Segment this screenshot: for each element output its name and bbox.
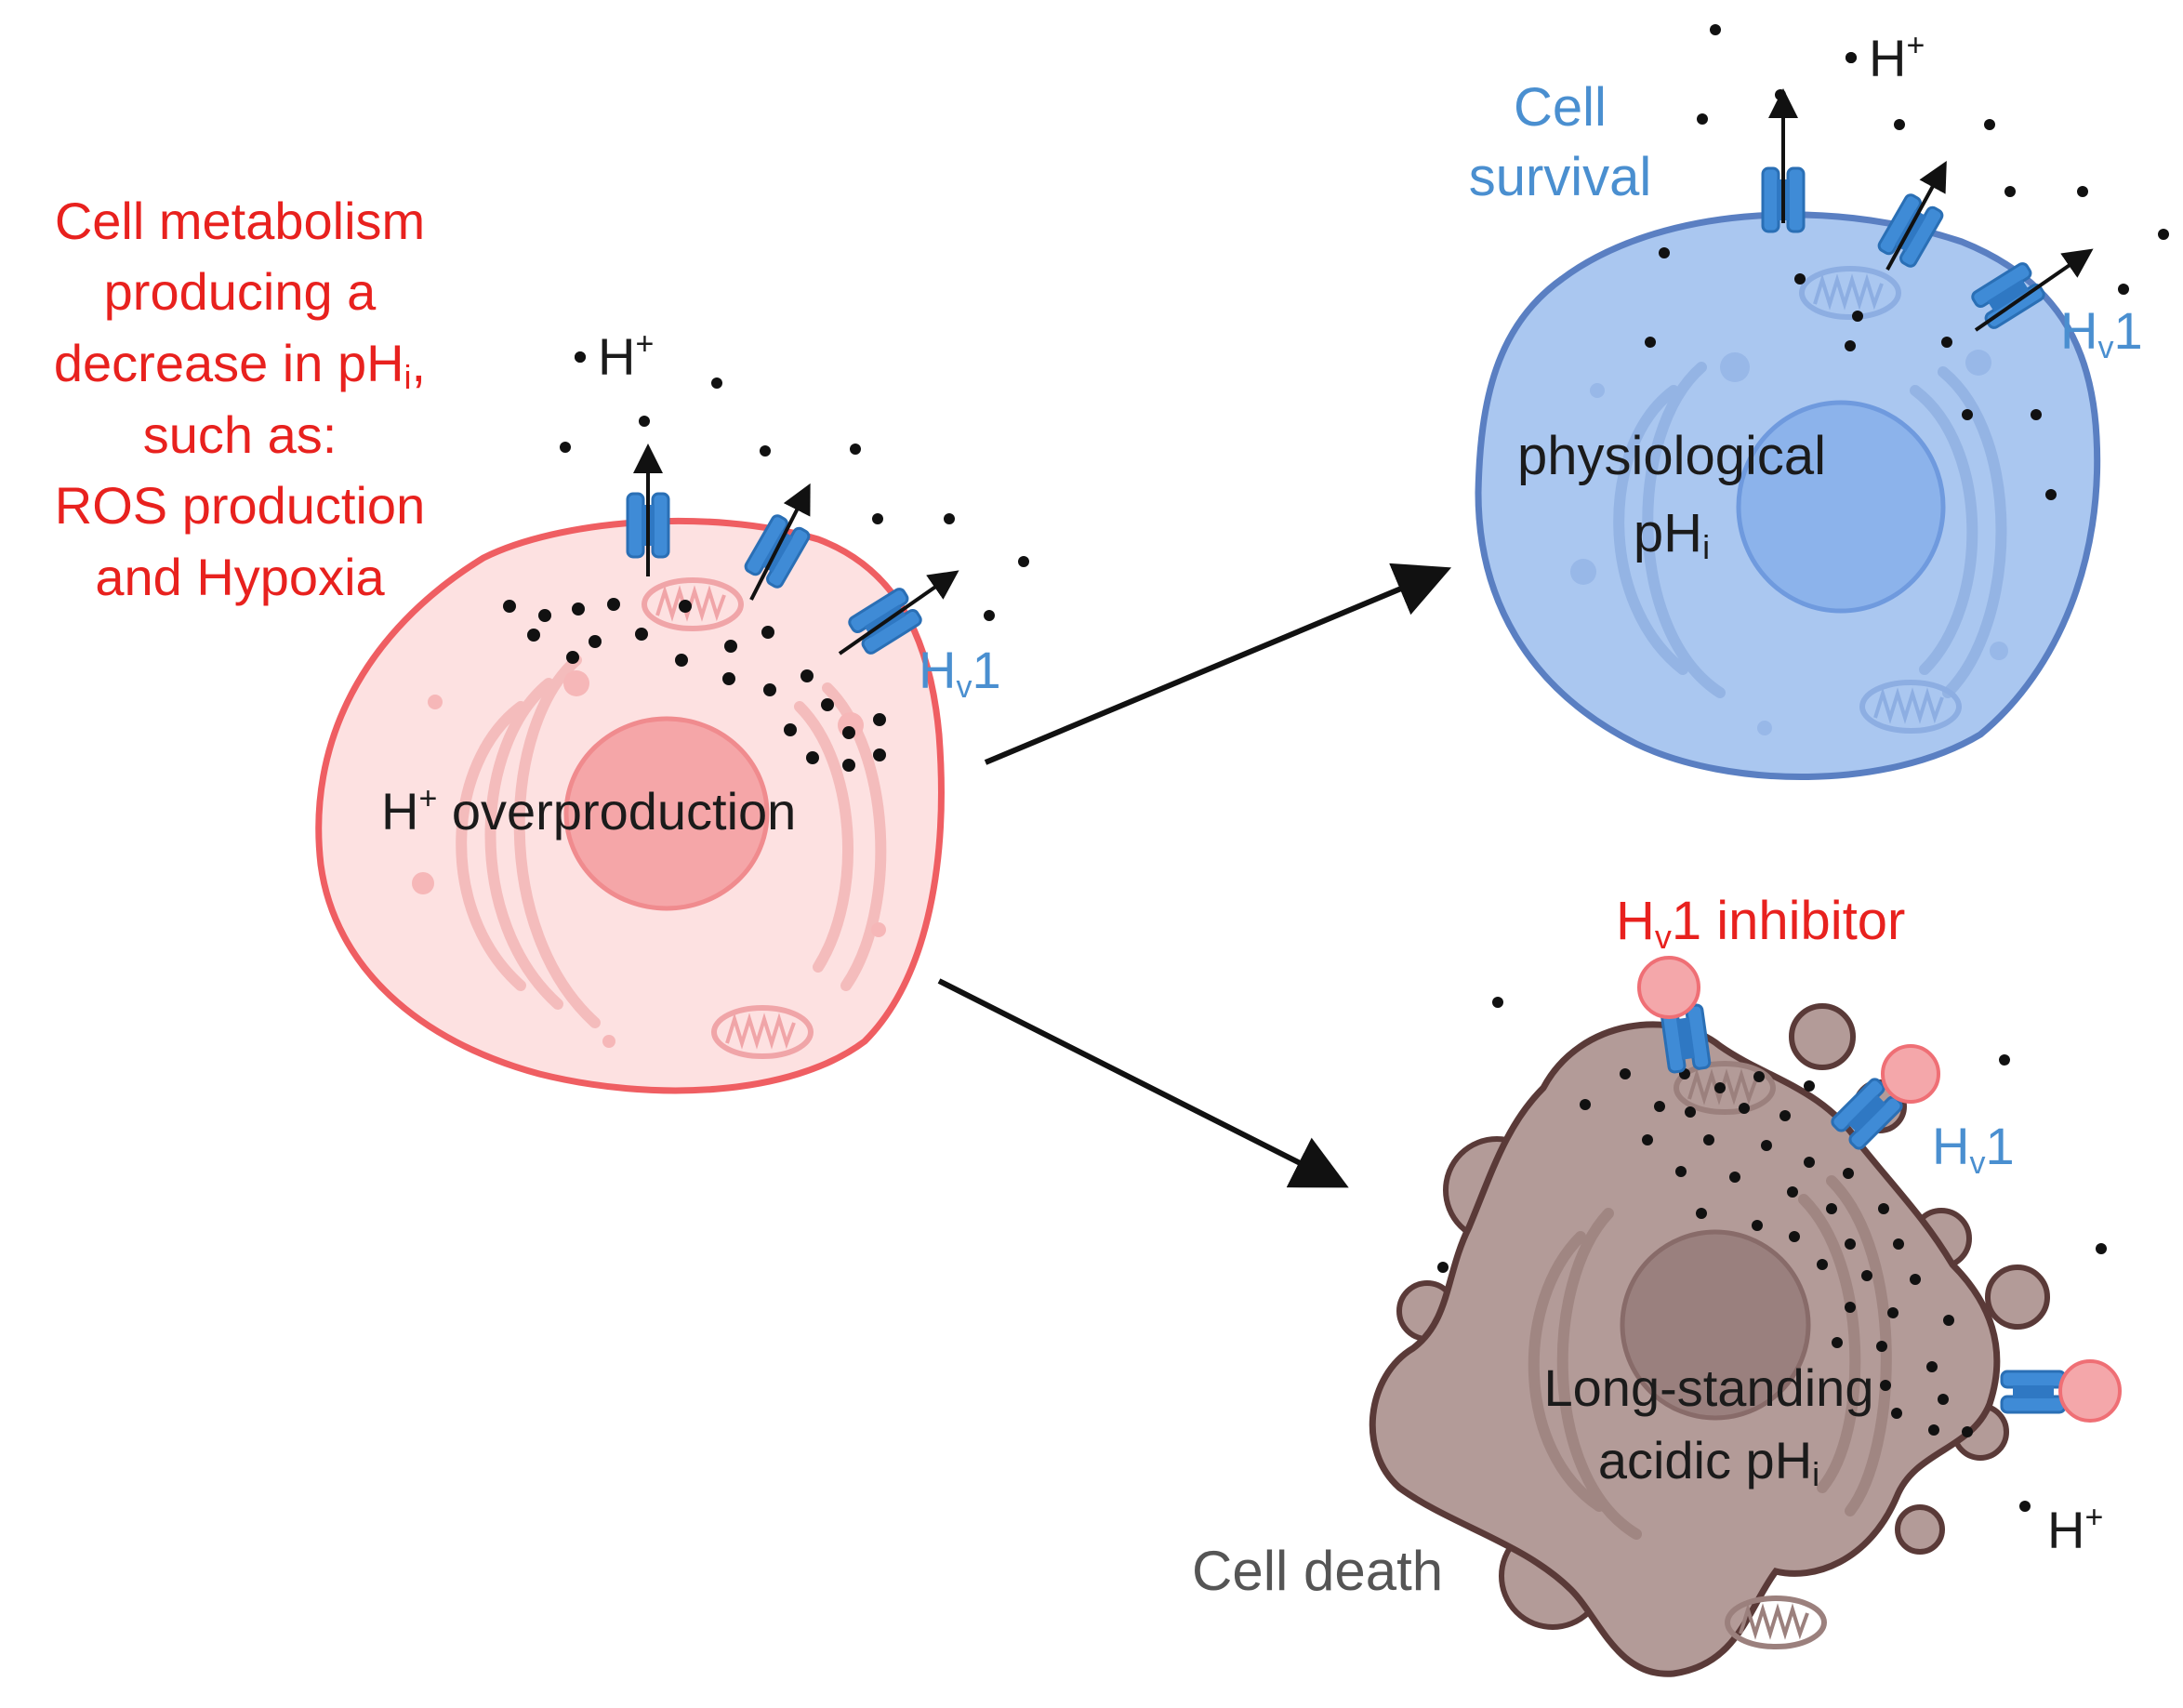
cause-line-5: ROS production [55,476,425,535]
proton-dots-outside [1437,997,2107,1512]
acidic-ph-text: Long-standing acidic pHi [1544,1358,1874,1493]
proton-dot [575,351,586,363]
ph-subscript: i [404,358,412,396]
cause-line-2: producing a [104,262,377,321]
cause-line-4: such as: [143,405,337,464]
proton-dots-inside [503,598,886,772]
proton-charge: + [1906,28,1925,63]
outcome-survival-text: Cell survival [1469,77,1652,207]
proton-symbol: H [2047,1501,2084,1559]
proton-label-top-right: H+ [1869,28,1925,87]
inhibitor-icon [2058,1359,2122,1423]
cause-line-3: decrease in pHi, [54,334,426,396]
channel-label-left: Hv1 [919,641,1001,705]
inhibitor-label: Hv1 inhibitor [1616,891,1905,956]
physiological-line-1: physiological [1517,426,1826,486]
nucleus-icon [563,716,770,911]
stressed-cell-group [315,351,1029,1094]
channel-label-h: H [1932,1117,1969,1175]
efflux-arrows [1768,88,2094,332]
ph-main: pH [1634,503,1702,563]
cell-death-label: Cell death [1192,1540,1443,1602]
cause-line-3-main: decrease in pH [54,334,404,392]
proton-dots-outside [560,351,1029,621]
organelle-dots [1570,350,2008,735]
channel-label-h: H [2060,301,2097,360]
proton-symbol: H [1869,29,1906,87]
inhibitor-label-rest: 1 inhibitor [1672,891,1905,951]
cause-line-6: and Hypoxia [95,548,385,606]
channel-label-h: H [919,641,956,699]
nucleus-icon [1620,1229,1811,1421]
acidic-line-2: acidic pHi [1598,1431,1819,1493]
arrow-icon [937,978,1349,1188]
inhibitor-label-h: H [1616,891,1655,951]
mitochondrion-icon [1727,1598,1824,1647]
nucleus-icon [1736,400,1946,614]
acidic-line-1: Long-standing [1544,1358,1874,1417]
proton-symbol: H [598,327,635,386]
arrow-icon [838,570,959,655]
arrow-icon [749,483,811,601]
center-label-prefix: H [381,782,418,841]
healthy-cell-group [1475,24,2169,780]
endoplasmic-reticulum-icon [456,655,887,1028]
proton-dots-inside [1580,1068,1973,1437]
survival-line-1: Cell [1514,77,1607,138]
inhibitor-icon [1881,1044,1940,1104]
survival-line-2: survival [1469,147,1652,207]
proton-charge: + [2084,1500,2103,1535]
endoplasmic-reticulum-icon [1613,362,2007,698]
proton-dots-inside [1645,247,2057,500]
center-label-overproduction: H+ overproduction [381,781,796,841]
channel-label-num: 1 [1985,1117,2014,1175]
physiological-line-2: pHi [1634,503,1710,566]
proton-dot [1846,52,1857,63]
inhibitor-icon [1637,956,1700,1019]
efflux-arrows [633,444,959,655]
cause-text: Cell metabolism producing a decrease in … [54,192,426,606]
inhibitor-label-sub: v [1655,918,1672,956]
channel-label-sub: v [956,669,972,705]
arrow-icon [1974,248,2094,332]
physiological-ph-text: physiological pHi [1517,426,1826,566]
channel-label-num: 1 [2113,301,2142,360]
center-label-rest: overproduction [437,782,796,841]
proton-charge: + [635,326,654,362]
proton-label-bottom-right: H+ [2047,1500,2103,1559]
cause-line-1: Cell metabolism [55,192,425,250]
endoplasmic-reticulum-icon [1528,1175,1892,1540]
channel-label-top-right: Hv1 [2060,301,2143,365]
center-label-charge: + [418,781,437,816]
proton-label: H+ [598,326,654,386]
acidic-ph-main: acidic pH [1598,1431,1812,1490]
channel-label-sub: v [1969,1145,1985,1181]
arrow-icon [1885,160,1947,271]
channel-label-sub: v [2097,330,2113,365]
acidic-ph-subscript: i [1812,1455,1819,1493]
channel-label-num: 1 [972,641,1000,699]
channel-label-bottom-right: Hv1 [1932,1117,2015,1181]
dying-cell-group [1369,956,2122,1677]
ph-subscript: i [1702,528,1710,566]
proton-channel-icon [2000,1370,2067,1414]
arrow-icon [984,563,1452,765]
ph-comma: , [412,334,427,392]
